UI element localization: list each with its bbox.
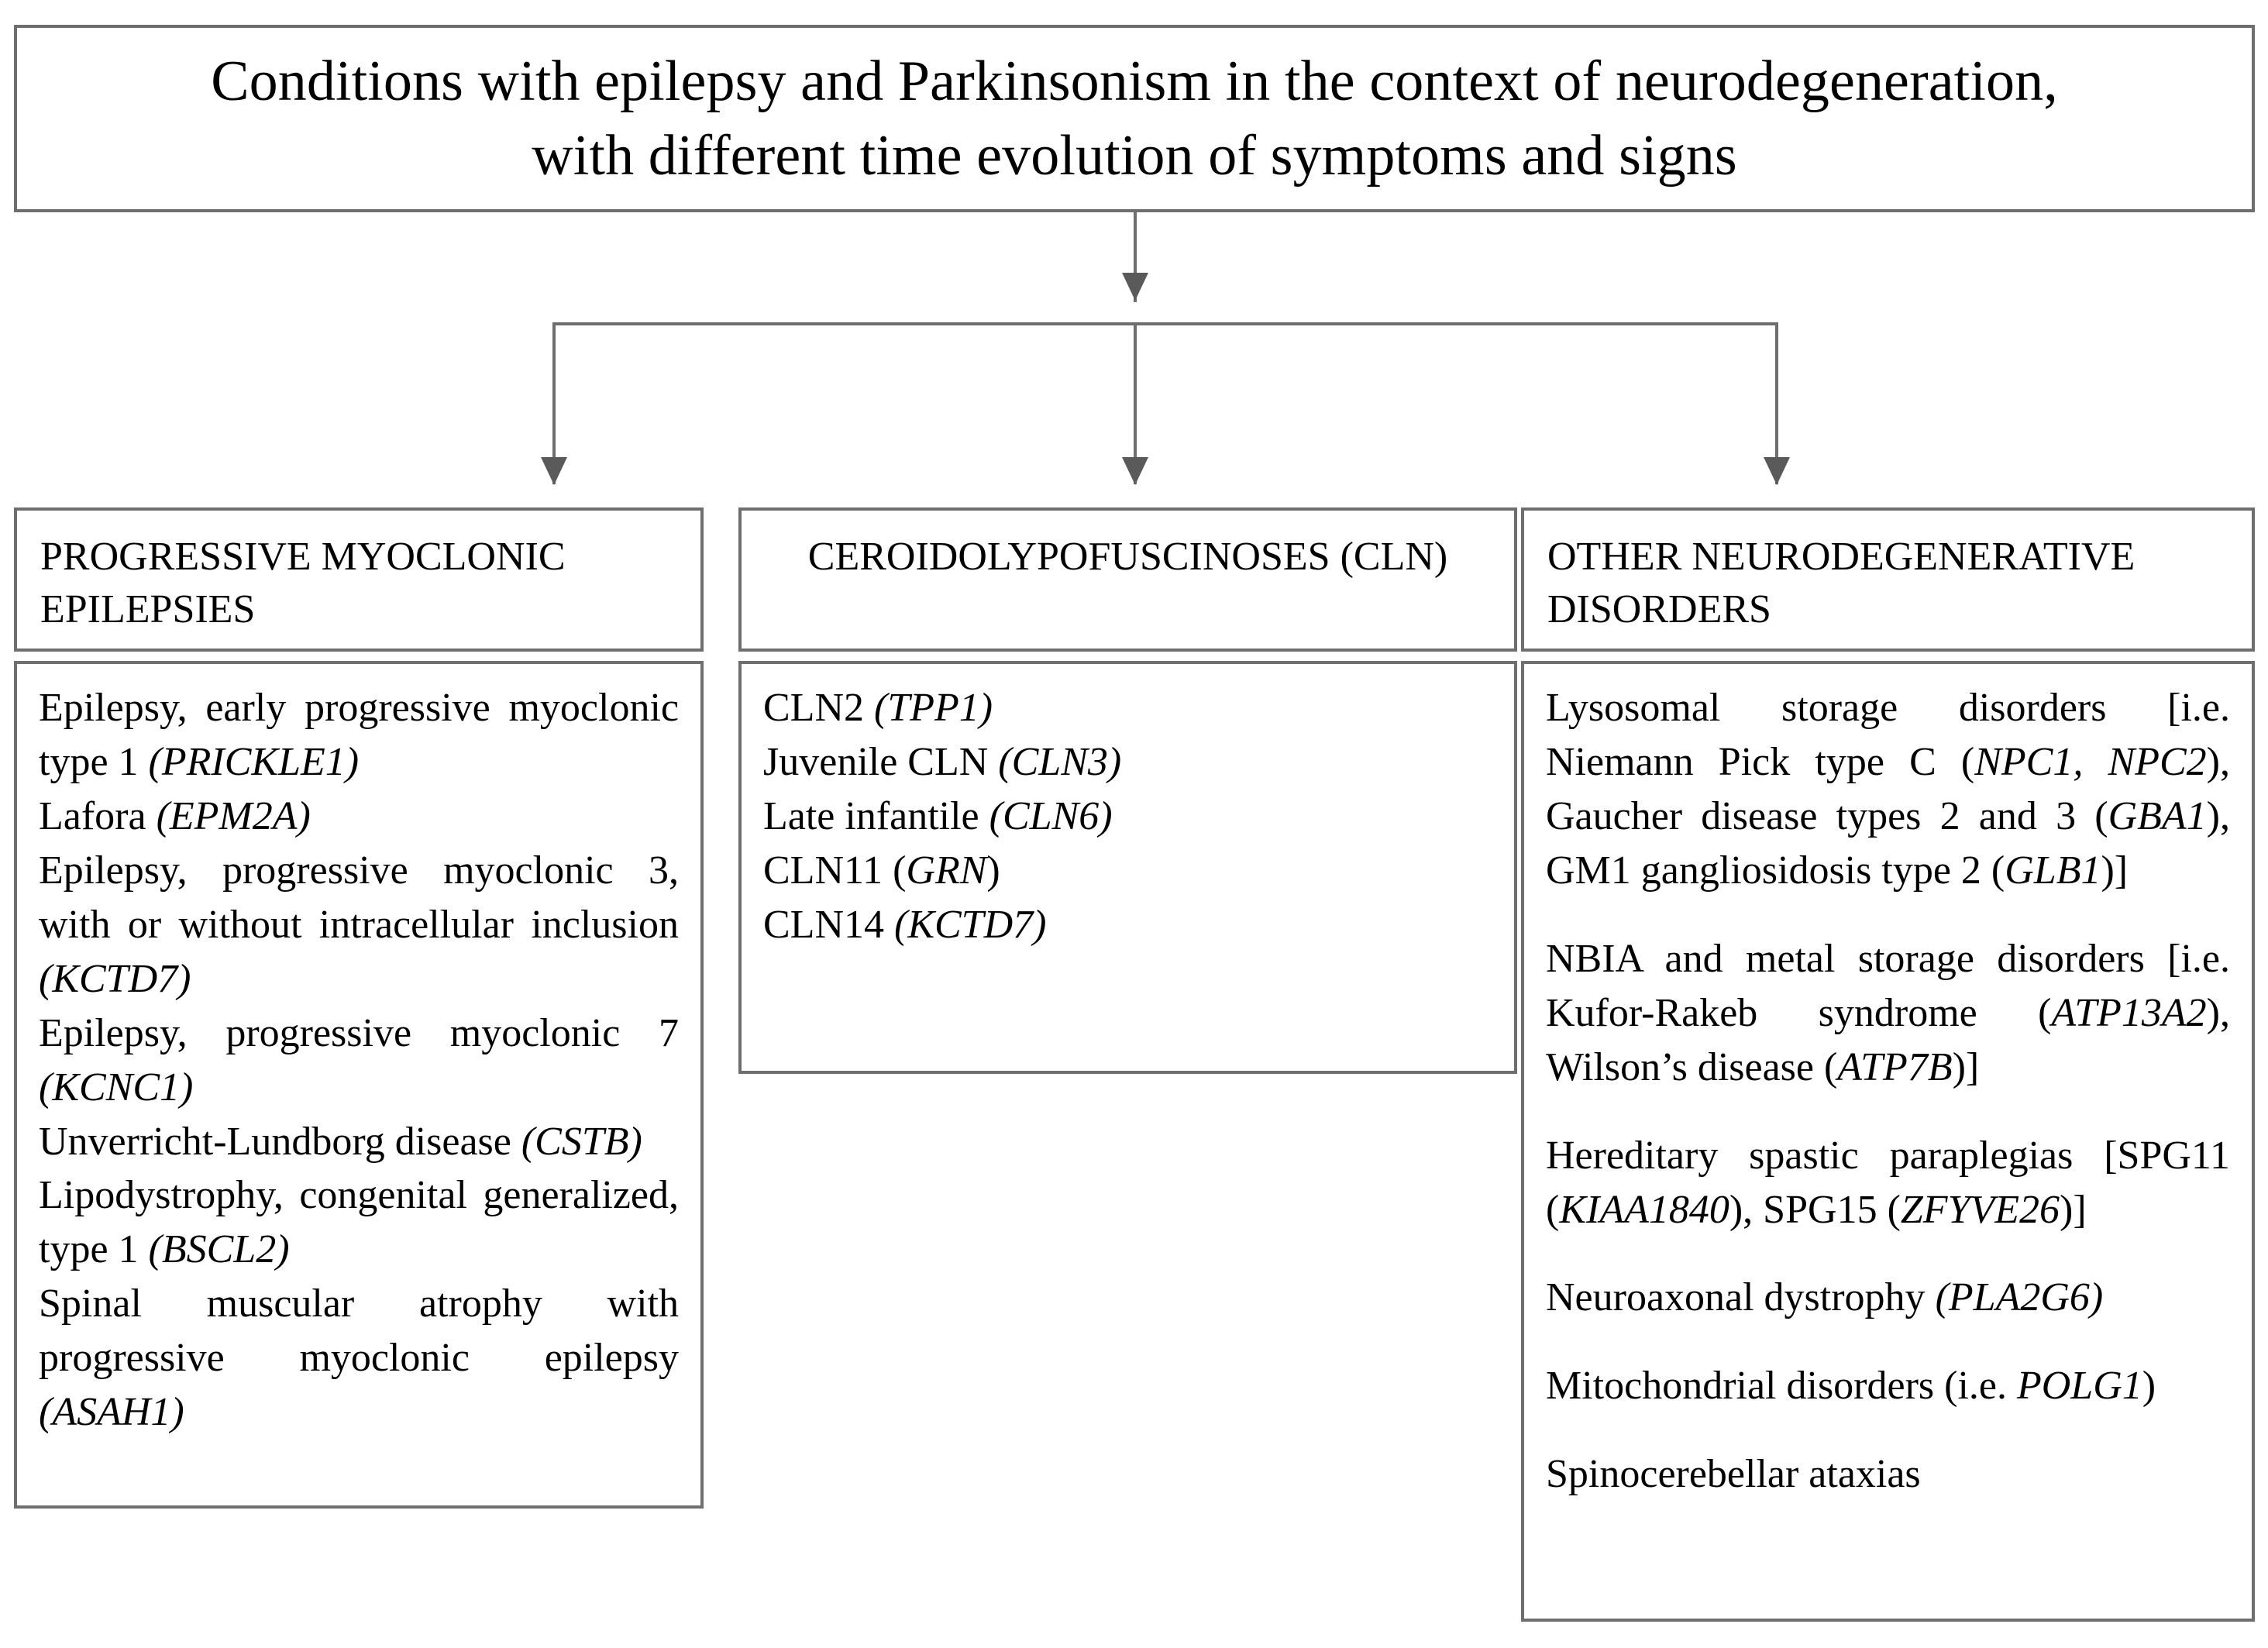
gene-symbol: ATP13A2	[2051, 990, 2207, 1035]
title-line-2: with different time evolution of symptom…	[532, 124, 1737, 188]
connector-horizontal-bus	[552, 322, 1778, 325]
gene-symbol: GLB1	[2005, 848, 2101, 893]
gene-symbol: ATP7B	[1837, 1044, 1953, 1089]
connector-branch-right-arrowhead	[1764, 457, 1790, 485]
disease-entry: Late infantile (CLN6)	[763, 790, 1492, 844]
entry-text: NBIA and metal storage disorders [i.e. K…	[1546, 936, 2230, 1035]
entry-text: ), Wilson’s disease (	[1546, 990, 2230, 1089]
disease-entry: Lafora (EPM2A)	[39, 790, 679, 844]
entry-text: CLN2	[763, 686, 874, 730]
disease-entry: Mitochondrial disorders (i.e. POLG1)	[1546, 1359, 2230, 1413]
column-header-label: PROGRESSIVE MYOCLONIC EPILEPSIES	[40, 535, 566, 631]
entry-text: Epilepsy, progressive myoclonic 3, with …	[39, 848, 679, 947]
entry-text: Mitochondrial disorders (i.e.	[1546, 1364, 2017, 1409]
connector-trunk-vertical	[1134, 212, 1137, 302]
entry-text: Hereditary spastic paraplegias [SPG11 (	[1546, 1133, 2230, 1232]
gene-symbol: NPC1, NPC2	[1974, 739, 2207, 784]
disease-entry: Epilepsy, early progressive myoclonic ty…	[39, 681, 679, 790]
gene-symbol: (CLN6)	[989, 793, 1113, 838]
disease-entry: CLN14 (KCTD7)	[763, 898, 1492, 952]
entry-text: Lysosomal storage disorders [i.e. Nieman…	[1546, 686, 2230, 784]
entry-text: ), GM1 gangliosidosis type 2 (	[1546, 793, 2230, 893]
entry-text: CLN11 (	[763, 848, 907, 893]
gene-symbol: (BSCL2)	[148, 1227, 290, 1272]
disease-entry: Unverricht-Lundborg disease (CSTB)	[39, 1115, 679, 1169]
disease-entry: Neuroaxonal dystrophy (PLA2G6)	[1546, 1271, 2230, 1325]
column-body-other-neurodegenerative-disorders: Lysosomal storage disorders [i.e. Nieman…	[1521, 661, 2255, 1622]
disease-entry: Spinocerebellar ataxias	[1546, 1447, 2230, 1502]
entry-text: Late infantile	[763, 793, 989, 838]
column-header-label: CEROIDOLYPOFUSCINOSES (CLN)	[807, 535, 1448, 579]
column-body-progressive-myoclonic-epilepsies: Epilepsy, early progressive myoclonic ty…	[14, 661, 704, 1509]
gene-symbol: (KCNC1)	[39, 1065, 194, 1110]
gene-symbol: (CLN3)	[998, 739, 1122, 784]
entry-text: Epilepsy, early progressive myoclonic ty…	[39, 686, 679, 784]
disease-entry: Epilepsy, progressive myoclonic 7 (KCNC1…	[39, 1006, 679, 1115]
entry-text: Unverricht-Lundborg disease	[39, 1119, 521, 1164]
disease-entry: Hereditary spastic paraplegias [SPG11 (K…	[1546, 1129, 2230, 1237]
column-header-other-neurodegenerative-disorders: OTHER NEURODEGENERATIVE DISORDERS	[1521, 507, 2255, 652]
gene-symbol: KIAA1840	[1559, 1187, 1729, 1232]
entry-text: Spinal muscular atrophy with progressive…	[39, 1282, 679, 1381]
disease-entry: CLN2 (TPP1)	[763, 681, 1492, 735]
entry-text: )	[2142, 1364, 2156, 1409]
gene-symbol: (TPP1)	[874, 686, 993, 730]
disease-entry: Juvenile CLN (CLN3)	[763, 735, 1492, 790]
gene-symbol: (KCTD7)	[894, 902, 1047, 947]
connector-branch-left	[552, 322, 556, 484]
title-box: Conditions with epilepsy and Parkinsonis…	[14, 25, 2255, 212]
gene-symbol: (ASAH1)	[39, 1390, 184, 1435]
entry-text: )]	[2101, 848, 2129, 893]
gene-symbol: (EPM2A)	[156, 793, 311, 838]
gene-symbol: (PRICKLE1)	[148, 739, 360, 784]
entry-text: )]	[1952, 1044, 1980, 1089]
column-header-progressive-myoclonic-epilepsies: PROGRESSIVE MYOCLONIC EPILEPSIES	[14, 507, 704, 652]
disease-entry: Epilepsy, progressive myoclonic 3, with …	[39, 844, 679, 1006]
connector-branch-right	[1775, 322, 1778, 484]
disease-entry: CLN11 (GRN)	[763, 844, 1492, 898]
entry-text: ), SPG15 (	[1729, 1187, 1901, 1232]
disease-entry: Spinal muscular atrophy with progressive…	[39, 1277, 679, 1440]
gene-symbol: POLG1	[2016, 1364, 2142, 1409]
entry-text: )]	[2060, 1187, 2087, 1232]
connector-branch-center-arrowhead	[1122, 457, 1148, 485]
column-body-ceroidolypofuscinoses: CLN2 (TPP1)Juvenile CLN (CLN3)Late infan…	[738, 661, 1517, 1074]
entry-text: Neuroaxonal dystrophy	[1546, 1275, 1936, 1320]
entry-text: Lafora	[39, 793, 157, 838]
connector-branch-center	[1134, 322, 1137, 484]
title-line-1: Conditions with epilepsy and Parkinsonis…	[211, 49, 2058, 113]
gene-symbol: ZFYVE26	[1900, 1187, 2060, 1232]
entry-text: )	[986, 848, 1000, 893]
entry-text: ), Gaucher disease types 2 and 3 (	[1546, 739, 2230, 838]
entry-text: Lipodystrophy, congenital generalized, t…	[39, 1173, 679, 1272]
disease-entry: NBIA and metal storage disorders [i.e. K…	[1546, 932, 2230, 1095]
entry-text: CLN14	[763, 902, 894, 947]
gene-symbol: (CSTB)	[521, 1119, 642, 1164]
disease-entry: Lysosomal storage disorders [i.e. Nieman…	[1546, 681, 2230, 898]
entry-text: Epilepsy, progressive myoclonic 7	[39, 1010, 679, 1055]
gene-symbol: GRN	[906, 848, 987, 893]
column-header-label: OTHER NEURODEGENERATIVE DISORDERS	[1547, 535, 2135, 631]
column-header-ceroidolypofuscinoses: CEROIDOLYPOFUSCINOSES (CLN)	[738, 507, 1517, 652]
gene-symbol: GBA1	[2108, 793, 2207, 838]
disease-entry: Lipodystrophy, congenital generalized, t…	[39, 1168, 679, 1277]
gene-symbol: (KCTD7)	[39, 956, 191, 1001]
connector-branch-left-arrowhead	[541, 457, 567, 485]
entry-text: Juvenile CLN	[763, 739, 999, 784]
connector-trunk-arrowhead	[1122, 273, 1148, 301]
entry-text: Spinocerebellar ataxias	[1546, 1452, 1921, 1497]
title-text: Conditions with epilepsy and Parkinsonis…	[180, 44, 2089, 193]
gene-symbol: (PLA2G6)	[1935, 1275, 2104, 1320]
